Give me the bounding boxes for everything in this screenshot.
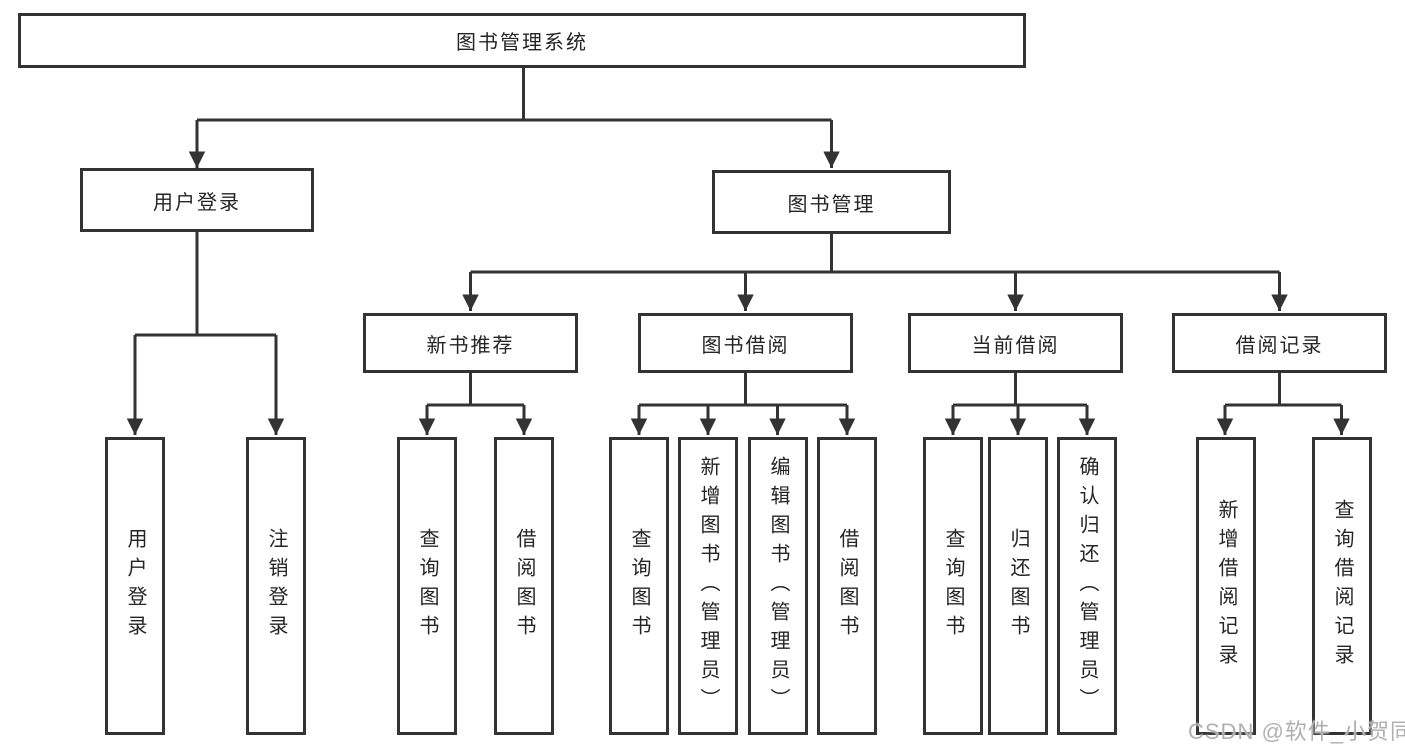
node-leaf-records-add: 新增借阅记录: [1196, 437, 1256, 735]
node-leaf-user-login: 用户登录: [105, 437, 165, 735]
connector-bookmgmt-to-level3: [462, 234, 1288, 311]
node-leaf-newbooks-query: 查询图书: [397, 437, 457, 735]
node-leaf-current-query: 查询图书: [923, 437, 983, 735]
node-book-borrow-label: 图书借阅: [701, 334, 790, 357]
connector-root-to-level2: [188, 68, 840, 168]
node-user-login-branch-label: 用户登录: [153, 191, 241, 214]
connector-userlogin-to-leaves: [126, 232, 285, 435]
connector-currentborrow-to-leaves: [944, 373, 1096, 435]
node-borrow-records-label: 借阅记录: [1235, 334, 1324, 357]
node-leaf-borrow-edit: 编辑图书（管理员）: [748, 437, 808, 735]
node-new-books: 新书推荐: [363, 313, 578, 373]
node-new-books-label: 新书推荐: [426, 334, 515, 357]
node-book-borrow: 图书借阅: [638, 313, 853, 373]
csdn-watermark: CSDN @软件_小贺同学: [1188, 719, 1405, 744]
node-root-label: 图书管理系统: [456, 32, 588, 54]
node-user-login-branch: 用户登录: [80, 168, 314, 232]
node-current-borrow: 当前借阅: [908, 313, 1123, 373]
node-leaf-current-confirm: 确认归还（管理员）: [1057, 437, 1117, 735]
node-leaf-logout: 注销登录: [246, 437, 306, 735]
node-borrow-records: 借阅记录: [1172, 313, 1387, 373]
node-book-management-branch-label: 图书管理: [787, 193, 876, 216]
connector-newbooks-to-leaves: [418, 373, 533, 435]
node-leaf-borrow-query: 查询图书: [609, 437, 669, 735]
connector-records-to-leaves: [1216, 373, 1350, 435]
node-book-management-branch: 图书管理: [712, 170, 951, 234]
node-leaf-borrow-borrow: 借阅图书: [817, 437, 877, 735]
node-leaf-records-query: 查询借阅记录: [1312, 437, 1372, 735]
node-leaf-borrow-add: 新增图书（管理员）: [678, 437, 738, 735]
connector-bookborrow-to-leaves: [630, 373, 856, 435]
node-current-borrow-label: 当前借阅: [971, 334, 1060, 357]
node-leaf-newbooks-borrow: 借阅图书: [494, 437, 554, 735]
node-root: 图书管理系统: [18, 13, 1026, 68]
node-leaf-current-return: 归还图书: [988, 437, 1048, 735]
